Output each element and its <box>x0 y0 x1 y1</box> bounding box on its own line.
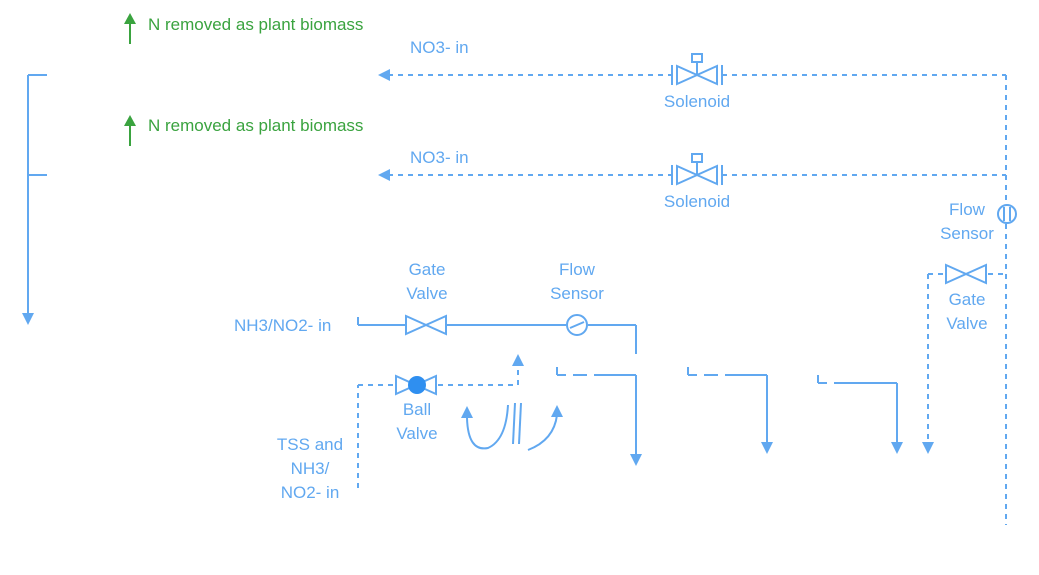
flow-sensor-main-label-2: Sensor <box>550 284 604 303</box>
tss-inlet-label-3: NO2- in <box>281 483 340 502</box>
solenoid-label-2: Solenoid <box>664 192 730 211</box>
tss-inlet-label-1: TSS and <box>277 435 343 454</box>
tank-cascade-3 <box>817 375 903 454</box>
flow-sensor-main-label-1: Flow <box>559 260 596 279</box>
solenoid-valve-icon-1[interactable] <box>671 53 723 86</box>
ball-valve-label-1: Ball <box>403 400 431 419</box>
biomass-label-1: N removed as plant biomass <box>148 15 363 34</box>
gate-valve-right-label-2: Valve <box>946 314 987 333</box>
tss-inlet-line <box>357 354 524 488</box>
biomass-label-2: N removed as plant biomass <box>148 116 363 135</box>
tank-cascade-1 <box>556 367 642 466</box>
nh3-inlet-label: NH3/NO2- in <box>234 316 331 335</box>
solenoid-valve-icon-2[interactable] <box>671 153 723 186</box>
gate-valve-main-icon[interactable] <box>405 314 447 336</box>
gate-valve-right-icon[interactable] <box>945 263 987 285</box>
no3-in-label-1: NO3- in <box>410 38 469 57</box>
gate-valve-main-label-1: Gate <box>409 260 446 279</box>
no3-in-label-2: NO3- in <box>410 148 469 167</box>
gate-valve-right-label-1: Gate <box>949 290 986 309</box>
gate-valve-main-label-2: Valve <box>406 284 447 303</box>
no3-line-2 <box>378 169 1006 181</box>
flow-sensor-right-icon <box>997 204 1017 224</box>
left-drain-line <box>22 74 47 325</box>
ball-valve-label-2: Valve <box>396 424 437 443</box>
tss-inlet-label-2: NH3/ <box>291 459 330 478</box>
biomass-arrow-icon-2 <box>124 115 136 146</box>
no3-line-1 <box>378 69 1006 81</box>
nh3-main-line <box>357 317 637 354</box>
tank-cascade-2 <box>687 367 773 454</box>
flow-sensor-right-label-1: Flow <box>949 200 986 219</box>
flow-sensor-right-label-2: Sensor <box>940 224 994 243</box>
solenoid-label-1: Solenoid <box>664 92 730 111</box>
right-gate-branch <box>922 273 1006 454</box>
flow-sensor-main-icon <box>566 314 588 336</box>
biomass-arrow-icon-1 <box>124 13 136 44</box>
mixing-symbol-icon <box>461 402 563 451</box>
ball-valve-icon[interactable] <box>395 374 437 396</box>
